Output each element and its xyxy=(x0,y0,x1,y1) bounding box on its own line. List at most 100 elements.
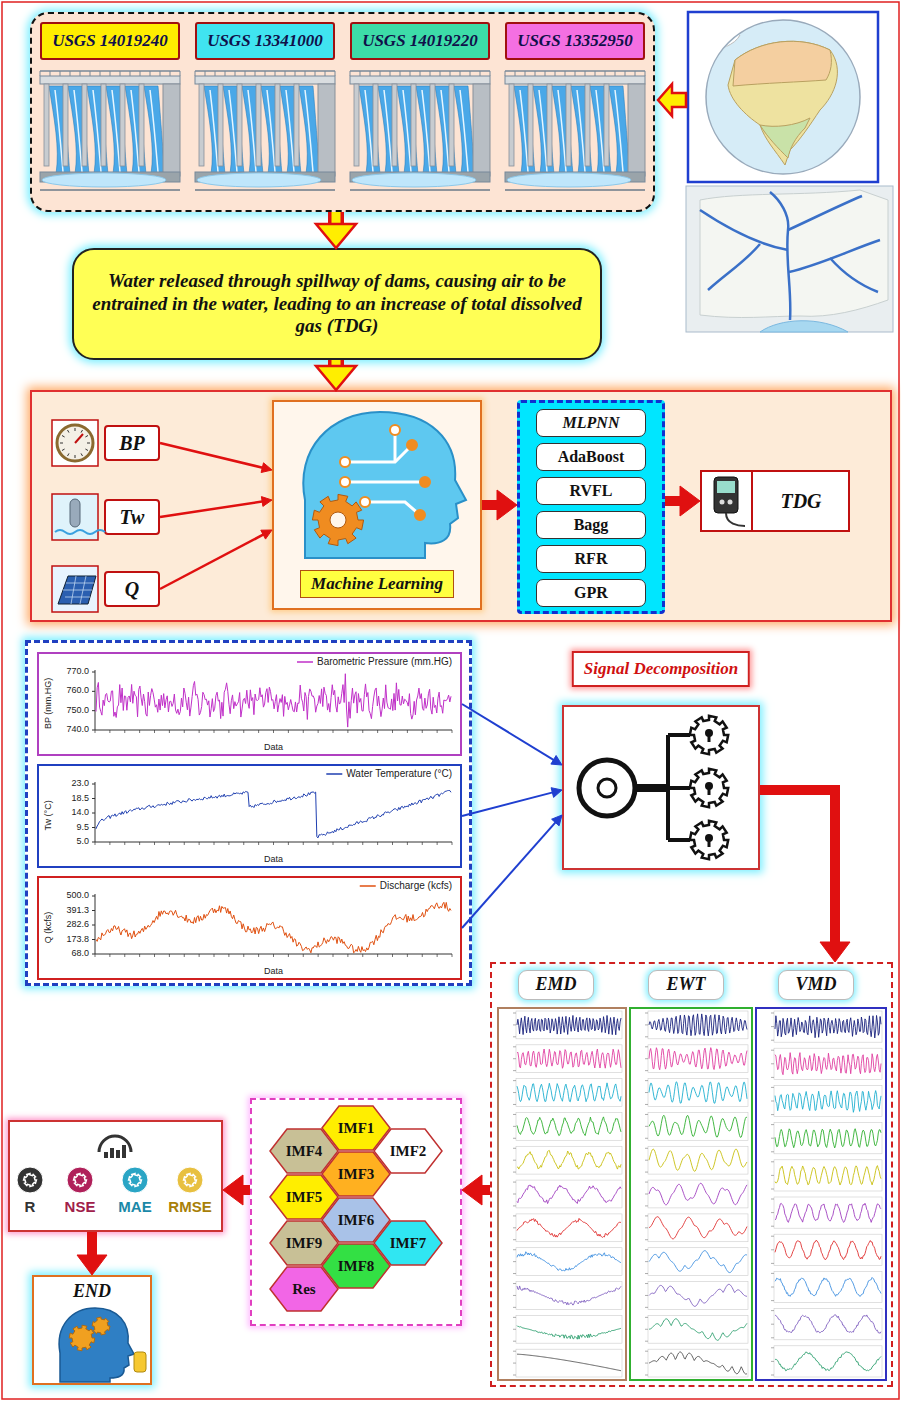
meter-button xyxy=(728,500,733,505)
component-signal xyxy=(517,1049,621,1068)
metric-glyph xyxy=(184,1174,197,1187)
station-label: USGS 14019240 xyxy=(40,22,180,60)
axis-tick xyxy=(303,730,304,733)
railing-post xyxy=(490,71,491,76)
plot-text: Q (kcfs) xyxy=(43,882,54,972)
mini-tick xyxy=(645,1104,648,1105)
dam-railing xyxy=(350,70,490,72)
dam-pier xyxy=(354,84,359,166)
method-label: EMD xyxy=(518,970,594,1000)
axis-tick xyxy=(377,730,378,733)
keyhole xyxy=(705,782,713,790)
map-river xyxy=(700,210,788,250)
dam-base xyxy=(505,189,645,191)
decomposition-column xyxy=(756,1008,886,1380)
circuit-node xyxy=(407,440,417,450)
arrow-head xyxy=(223,1175,243,1205)
mini-tick xyxy=(771,1063,774,1064)
mini-axes xyxy=(648,1248,748,1276)
dam-pier xyxy=(528,84,533,166)
dam-pier xyxy=(44,84,49,166)
metric-name: NSE xyxy=(54,1198,106,1216)
meter-body xyxy=(714,477,738,513)
mini-tick xyxy=(771,1212,774,1213)
mini-tick xyxy=(513,1194,516,1195)
axis-tick xyxy=(377,954,378,957)
railing-post xyxy=(380,71,381,76)
railing-post xyxy=(90,71,91,76)
globe xyxy=(706,20,860,174)
key-handle xyxy=(579,760,635,816)
mini-tick xyxy=(771,1013,774,1014)
box-label: Bagg xyxy=(574,515,609,534)
map-river xyxy=(708,244,760,290)
dam-railing xyxy=(195,70,335,72)
gear xyxy=(92,1317,110,1335)
mini-axes xyxy=(516,1248,622,1276)
axis-tick xyxy=(407,842,408,845)
dam-abutment xyxy=(318,84,335,176)
axis-tick xyxy=(288,730,289,733)
water-streak xyxy=(150,90,158,172)
spillway-water xyxy=(514,86,535,174)
axis-tick-label: 760.0 xyxy=(49,685,89,695)
mini-axes xyxy=(774,1048,882,1079)
axis-tick-label: 391.3 xyxy=(49,905,89,915)
mini-axes xyxy=(648,1146,748,1174)
mini-axes xyxy=(774,1011,882,1042)
dam-apron xyxy=(350,172,490,182)
mini-tick xyxy=(513,1036,516,1037)
box-label: IMF5 xyxy=(286,1188,323,1206)
station-panel: USGS 14019240USGS 13341000USGS 14019220U… xyxy=(30,12,655,212)
box-label: IMF2 xyxy=(390,1142,427,1160)
axis-tick xyxy=(407,954,408,957)
metric-icon xyxy=(17,1167,43,1193)
mini-tick xyxy=(513,1182,516,1183)
axis-tick xyxy=(214,954,215,957)
dam-base xyxy=(350,189,490,191)
component-signal xyxy=(517,1252,621,1271)
component-signal xyxy=(517,1326,621,1340)
chart-arc xyxy=(99,1136,131,1152)
mini-tick xyxy=(645,1227,648,1228)
water-streak xyxy=(558,90,566,172)
plot-axis xyxy=(95,670,452,730)
mini-axes xyxy=(648,1214,748,1242)
series-line xyxy=(96,674,451,727)
plot-text: Data xyxy=(95,966,452,977)
water-streak xyxy=(74,90,82,172)
mini-tick xyxy=(513,1329,516,1330)
axis-tick xyxy=(214,730,215,733)
gear xyxy=(690,821,728,859)
dam-abutment xyxy=(473,84,490,176)
axis-tick xyxy=(92,842,95,843)
dial-tick xyxy=(81,453,83,456)
mini-tick xyxy=(513,1046,516,1047)
mini-tick xyxy=(513,1205,516,1206)
dam-apron xyxy=(195,172,335,182)
railing-post xyxy=(295,71,296,76)
dam-deck xyxy=(350,76,490,84)
dam-deck xyxy=(195,76,335,84)
circuit-line xyxy=(345,445,412,462)
axis-tick xyxy=(184,842,185,845)
mini-tick xyxy=(645,1046,648,1047)
railing-post xyxy=(565,71,566,76)
railing-post xyxy=(215,71,216,76)
mini-tick xyxy=(771,1026,774,1027)
axis-tick xyxy=(362,954,363,957)
plot-axis xyxy=(95,782,452,842)
spillway-water xyxy=(68,86,89,174)
axis-tick xyxy=(437,954,438,957)
key-ring xyxy=(598,779,616,797)
hexagon-outline xyxy=(270,1221,338,1265)
dam-deck xyxy=(40,76,180,84)
mini-tick xyxy=(645,1194,648,1195)
spillway-water xyxy=(359,86,380,174)
chart-bar xyxy=(122,1145,126,1158)
box-label: RFR xyxy=(575,549,608,568)
axis-tick xyxy=(184,730,185,733)
component-signal xyxy=(775,1015,881,1037)
railing-post xyxy=(505,71,506,76)
